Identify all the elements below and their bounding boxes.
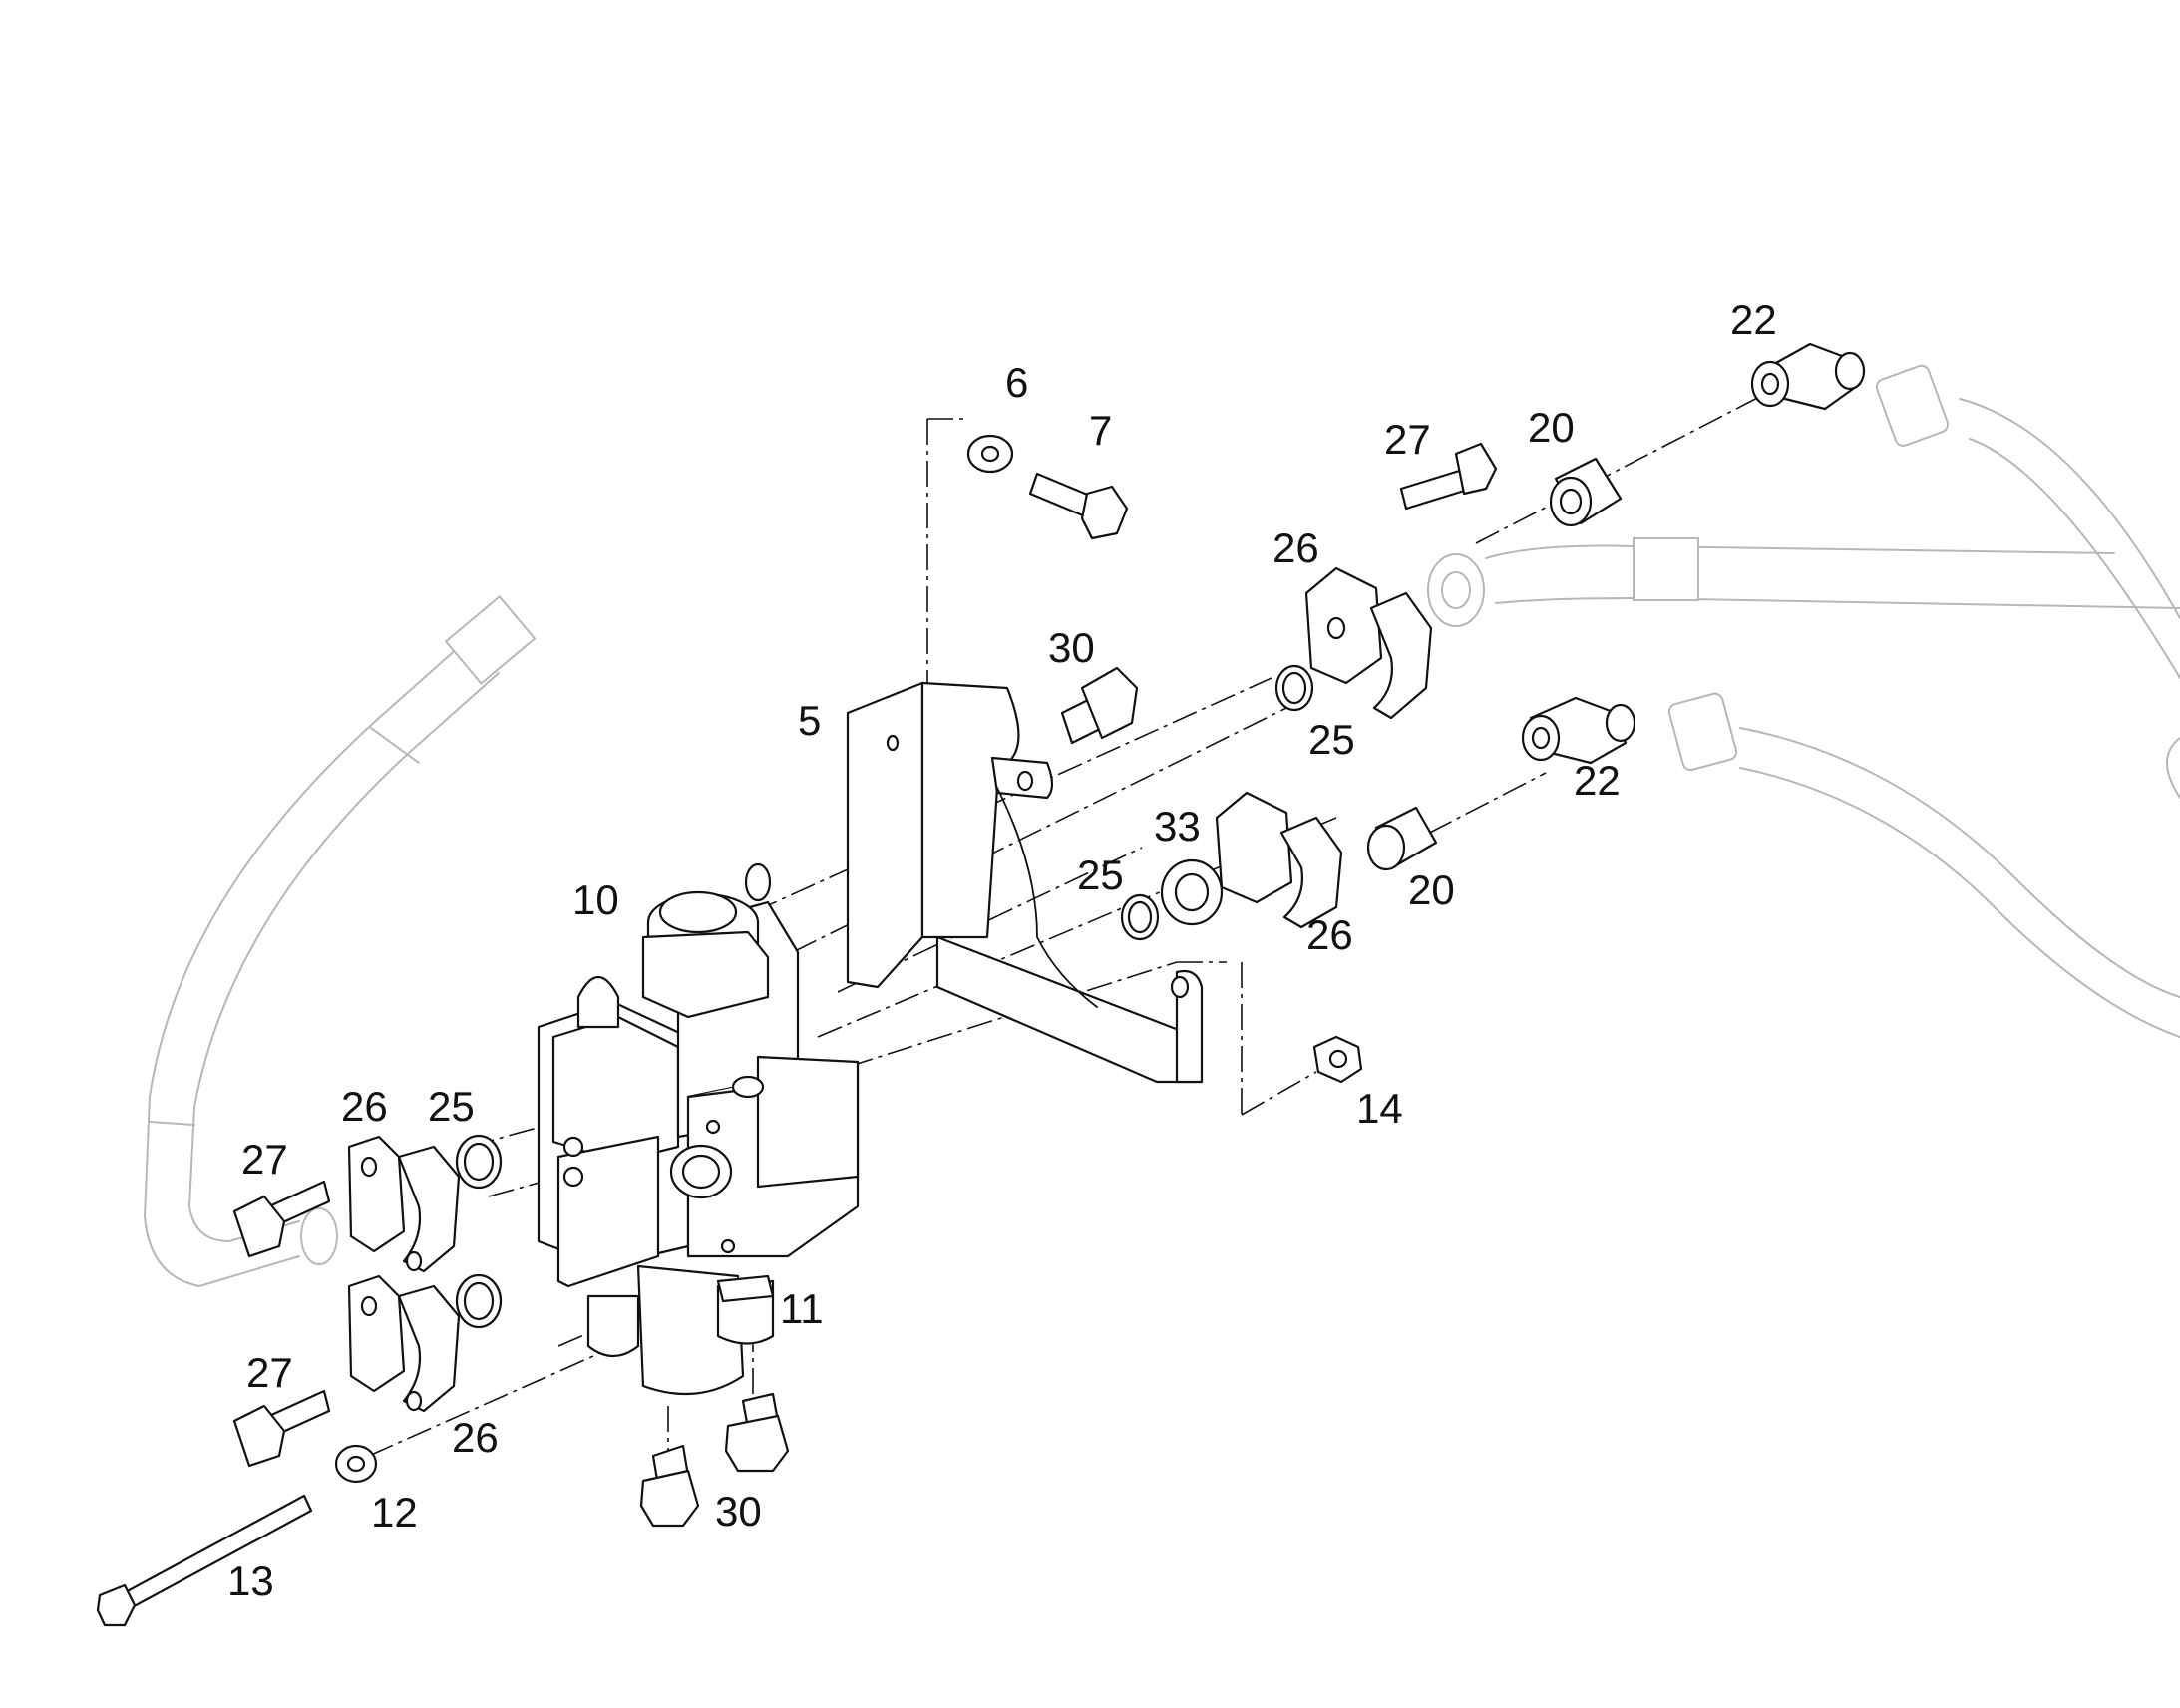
alignment-lines (368, 393, 1766, 1457)
callout-13: 13 (227, 1557, 274, 1604)
callout-33: 33 (1154, 803, 1201, 850)
seal-33 (1160, 858, 1224, 926)
callout-22-mid: 22 (1574, 757, 1621, 804)
control-valve-block (537, 862, 860, 1396)
fitting-11 (716, 1274, 775, 1303)
callout-27-top: 27 (1384, 416, 1431, 463)
screw-27-top (1399, 442, 1498, 511)
callout-26-left: 26 (341, 1083, 388, 1130)
oring-25-left-lower (455, 1273, 503, 1329)
oring-25-top (1274, 664, 1314, 712)
flange-26-top (1304, 566, 1433, 720)
callout-30-top: 30 (1048, 624, 1095, 671)
callout-26-left-lower: 26 (452, 1414, 499, 1461)
oring-25-left-upper (455, 1134, 503, 1190)
elbow-22-mid (1521, 696, 1636, 765)
adapter-20-top (1549, 457, 1623, 527)
screw-27-left-upper (232, 1180, 331, 1258)
tee-30-top (1060, 666, 1139, 745)
nut-14 (1312, 1035, 1363, 1084)
flange-26-left-lower (347, 1274, 461, 1413)
tee-30-bottom-right (724, 1392, 790, 1473)
callout-30-bottom: 30 (715, 1488, 762, 1535)
screw-27-left-lower (232, 1389, 331, 1468)
callout-14: 14 (1356, 1085, 1403, 1132)
callout-25-left: 25 (428, 1083, 475, 1130)
callout-11: 11 (780, 1285, 824, 1332)
tee-30-bottom-left (639, 1444, 700, 1528)
callout-5: 5 (798, 697, 821, 744)
callout-10: 10 (572, 876, 619, 923)
callout-12: 12 (371, 1489, 418, 1536)
callout-20-top: 20 (1528, 404, 1575, 451)
callout-7: 7 (1089, 407, 1112, 454)
washer-6 (966, 434, 1014, 474)
right-hoses (1427, 364, 2180, 1038)
callout-27-left-lower: 27 (246, 1349, 293, 1396)
oring-25-mid (1120, 893, 1160, 941)
callout-22-top: 22 (1730, 296, 1777, 343)
elbow-22-top (1750, 342, 1866, 411)
callout-25-mid: 25 (1077, 852, 1124, 898)
flange-26-left-upper (347, 1135, 461, 1273)
mounting-bracket (846, 681, 1204, 1084)
callout-27-left-upper: 27 (241, 1136, 288, 1183)
callout-labels: 6 7 22 27 20 26 30 5 25 22 33 25 20 10 2… (227, 296, 1777, 1604)
callout-6: 6 (1005, 359, 1028, 406)
flange-26-mid (1215, 791, 1343, 929)
bolt-7 (1028, 472, 1129, 540)
callout-26-top: 26 (1272, 524, 1319, 571)
bolt-13 (96, 1494, 313, 1627)
callout-26-mid: 26 (1306, 911, 1353, 958)
washer-12 (334, 1444, 378, 1484)
callout-20-mid: 20 (1408, 866, 1455, 913)
adapter-20-mid (1366, 806, 1438, 871)
left-hose (144, 594, 537, 1287)
callout-25-top: 25 (1308, 716, 1355, 763)
